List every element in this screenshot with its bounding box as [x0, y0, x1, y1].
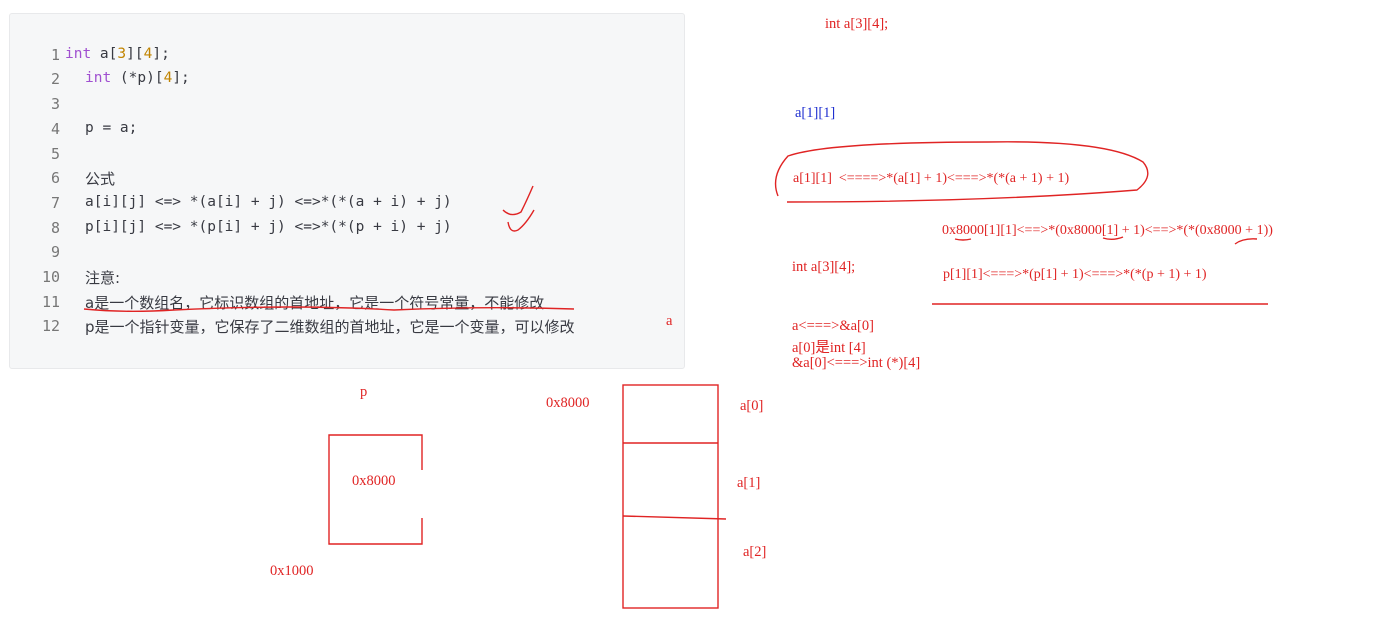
code-line: a是一个数组名，它标识数组的首地址，它是一个符号常量，不能修改 — [85, 294, 545, 312]
number: 4 — [143, 46, 153, 62]
annotation-eq1: a<===>&a[0] — [792, 318, 874, 334]
underline — [83, 306, 575, 312]
line-number: 2 — [50, 70, 60, 88]
annotation-circled-formula: a[1][1] <====>*(a[1] + 1)<===>*(*(a + 1)… — [793, 171, 1070, 186]
annotation-decl-mid: int a[3][4]; — [792, 259, 856, 275]
array-row-label: a[2] — [743, 544, 767, 560]
underline — [954, 236, 1258, 245]
annotation-hex-formula: 0x8000[1][1]<==>*(0x8000[1] + 1)<==>*(*(… — [942, 223, 1273, 238]
line-number: 1 — [50, 46, 60, 64]
annotation-eq2: a[0]是int [4] — [792, 340, 866, 356]
line-number: 3 — [50, 95, 60, 113]
code-text: (*p)[ — [111, 70, 164, 86]
code-line: p是一个指针变量，它保存了二维数组的首地址，它是一个变量，可以修改 — [85, 318, 575, 336]
array-row-label: a[0] — [740, 398, 764, 414]
checkmark-icon — [507, 209, 535, 232]
array-box — [622, 384, 719, 609]
pointer-box — [328, 434, 423, 545]
line-number: 6 — [50, 169, 60, 187]
line-number: 11 — [41, 293, 60, 311]
line-number: 5 — [50, 145, 60, 163]
code-block: 1 int a[3][4]; 2 int (*p)[4]; 3 4 p = a;… — [9, 13, 685, 369]
code-line: 公式 — [85, 170, 116, 188]
pointer-address: 0x1000 — [270, 563, 314, 579]
row-divider — [622, 515, 727, 520]
annotation-eq3: &a[0]<===>int (*)[4] — [792, 355, 921, 371]
annotation-decl: int a[3][4]; — [825, 16, 889, 32]
number: 4 — [163, 70, 173, 86]
pointer-value: 0x8000 — [352, 473, 396, 489]
code-line: int a[3][4]; — [65, 46, 170, 62]
annotation-p-formula: p[1][1]<===>*(p[1] + 1)<===>*(*(p + 1) +… — [943, 267, 1207, 282]
code-text: a[ — [91, 46, 118, 62]
code-line: 注意: — [85, 269, 121, 287]
line-number: 7 — [50, 194, 60, 212]
pointer-label: p — [360, 384, 368, 400]
code-text: ]; — [152, 46, 170, 62]
annotation-a: a — [666, 313, 673, 329]
keyword: int — [85, 70, 112, 86]
line-number: 4 — [50, 120, 60, 138]
code-text: ]; — [172, 70, 190, 86]
code-line: int (*p)[4]; — [85, 70, 190, 86]
array-address: 0x8000 — [546, 395, 590, 411]
code-text: ][ — [126, 46, 144, 62]
line-number: 9 — [50, 243, 60, 261]
keyword: int — [65, 46, 92, 62]
number: 3 — [117, 46, 127, 62]
annotation-a11: a[1][1] — [795, 105, 836, 121]
line-number: 12 — [41, 317, 60, 335]
ellipse-outline — [774, 141, 1149, 203]
code-line: p[i][j] <=> *(p[i] + j) <=>*(*(p + i) + … — [85, 219, 452, 235]
code-line: p = a; — [85, 120, 138, 136]
checkmark-icon — [502, 185, 534, 216]
line-number: 8 — [50, 219, 60, 237]
line-number: 10 — [41, 268, 60, 286]
code-line: a[i][j] <=> *(a[i] + j) <=>*(*(a + i) + … — [85, 194, 452, 210]
array-row-label: a[1] — [737, 475, 761, 491]
